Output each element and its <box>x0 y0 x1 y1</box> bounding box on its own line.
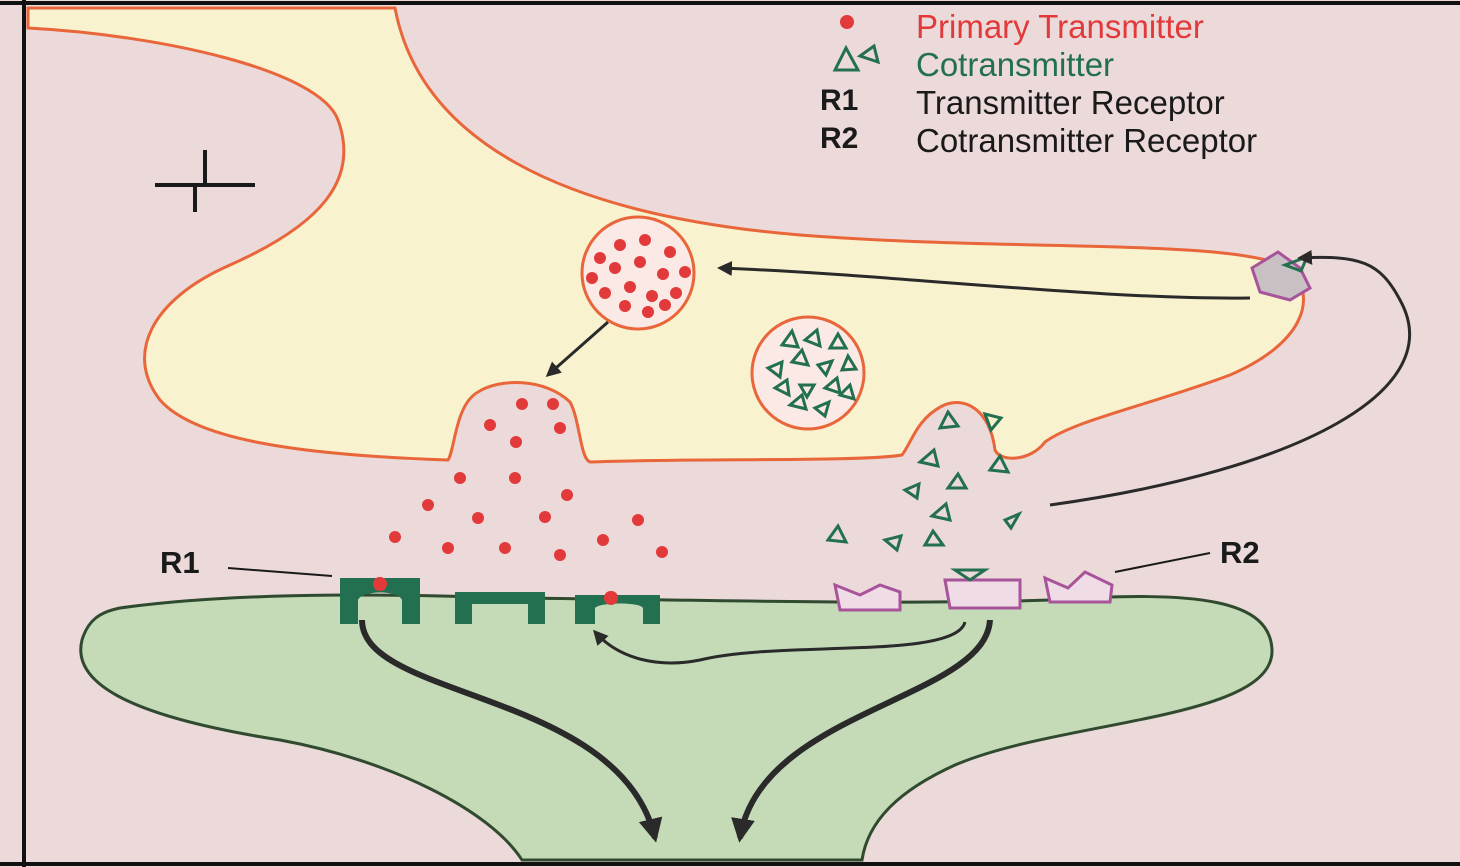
legend-dot-icon <box>840 15 854 29</box>
primary-transmitter-vesicle <box>582 217 694 329</box>
legend-primary-transmitter: Primary Transmitter <box>916 8 1204 46</box>
legend-cotransmitter: Cotransmitter <box>916 46 1114 84</box>
legend-r1-symbol: R1 <box>820 84 900 118</box>
legend-r2-text: Cotransmitter Receptor <box>916 122 1257 160</box>
bound-primary-transmitter <box>604 591 618 605</box>
cotransmitter-vesicle <box>752 317 864 429</box>
r1-label: R1 <box>160 545 200 581</box>
bound-primary-transmitter <box>373 577 387 591</box>
legend-r2-symbol: R2 <box>820 122 900 156</box>
r2-label: R2 <box>1220 535 1260 571</box>
legend-r1-text: Transmitter Receptor <box>916 84 1225 122</box>
